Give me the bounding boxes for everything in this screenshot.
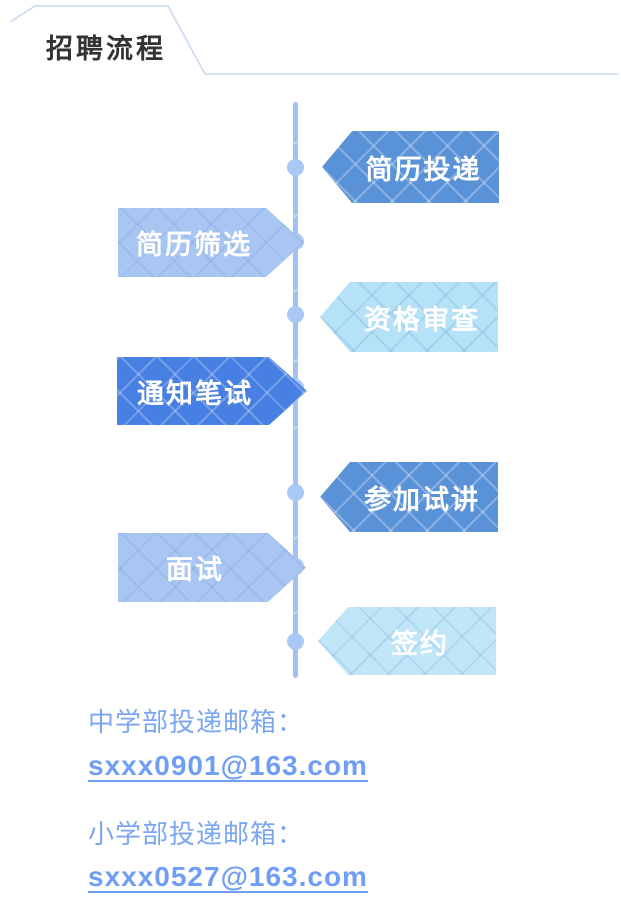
contact-label-primary-school: 小学部投递邮箱： — [88, 819, 305, 849]
flow-step-resume-screening: 简历筛选 — [118, 208, 304, 277]
flow-step-trial-lecture: 参加试讲 — [320, 462, 498, 532]
flow-step-resume-submission: 简历投递 — [322, 131, 499, 203]
flow-step-label: 简历筛选 — [136, 230, 252, 260]
flow-step-label: 简历投递 — [365, 154, 482, 185]
flow-step-signing: 签约 — [318, 607, 496, 675]
flow-step-written-test-notice: 通知笔试 — [117, 357, 307, 425]
flow-step-interview: 面试 — [118, 533, 306, 602]
title-frame-line — [9, 5, 618, 75]
flow-step-label: 面试 — [166, 555, 224, 585]
flow-step-qualification-review: 资格审查 — [320, 282, 498, 352]
flow-step-label: 参加试讲 — [364, 484, 480, 515]
flow-step-label: 资格审查 — [364, 304, 480, 335]
email-link-primary-school[interactable]: sxxx0527@163.com — [88, 861, 368, 892]
page-title: 招聘流程 — [46, 34, 166, 64]
flow-step-label: 签约 — [391, 628, 449, 659]
contact-label-middle-school: 中学部投递邮箱： — [88, 707, 305, 737]
email-link-middle-school[interactable]: sxxx0901@163.com — [88, 750, 368, 781]
timeline-dot — [287, 159, 304, 176]
timeline-dot — [287, 484, 304, 501]
flow-step-label: 通知笔试 — [137, 378, 253, 409]
timeline-dot — [287, 306, 304, 323]
timeline-dot — [287, 633, 304, 650]
